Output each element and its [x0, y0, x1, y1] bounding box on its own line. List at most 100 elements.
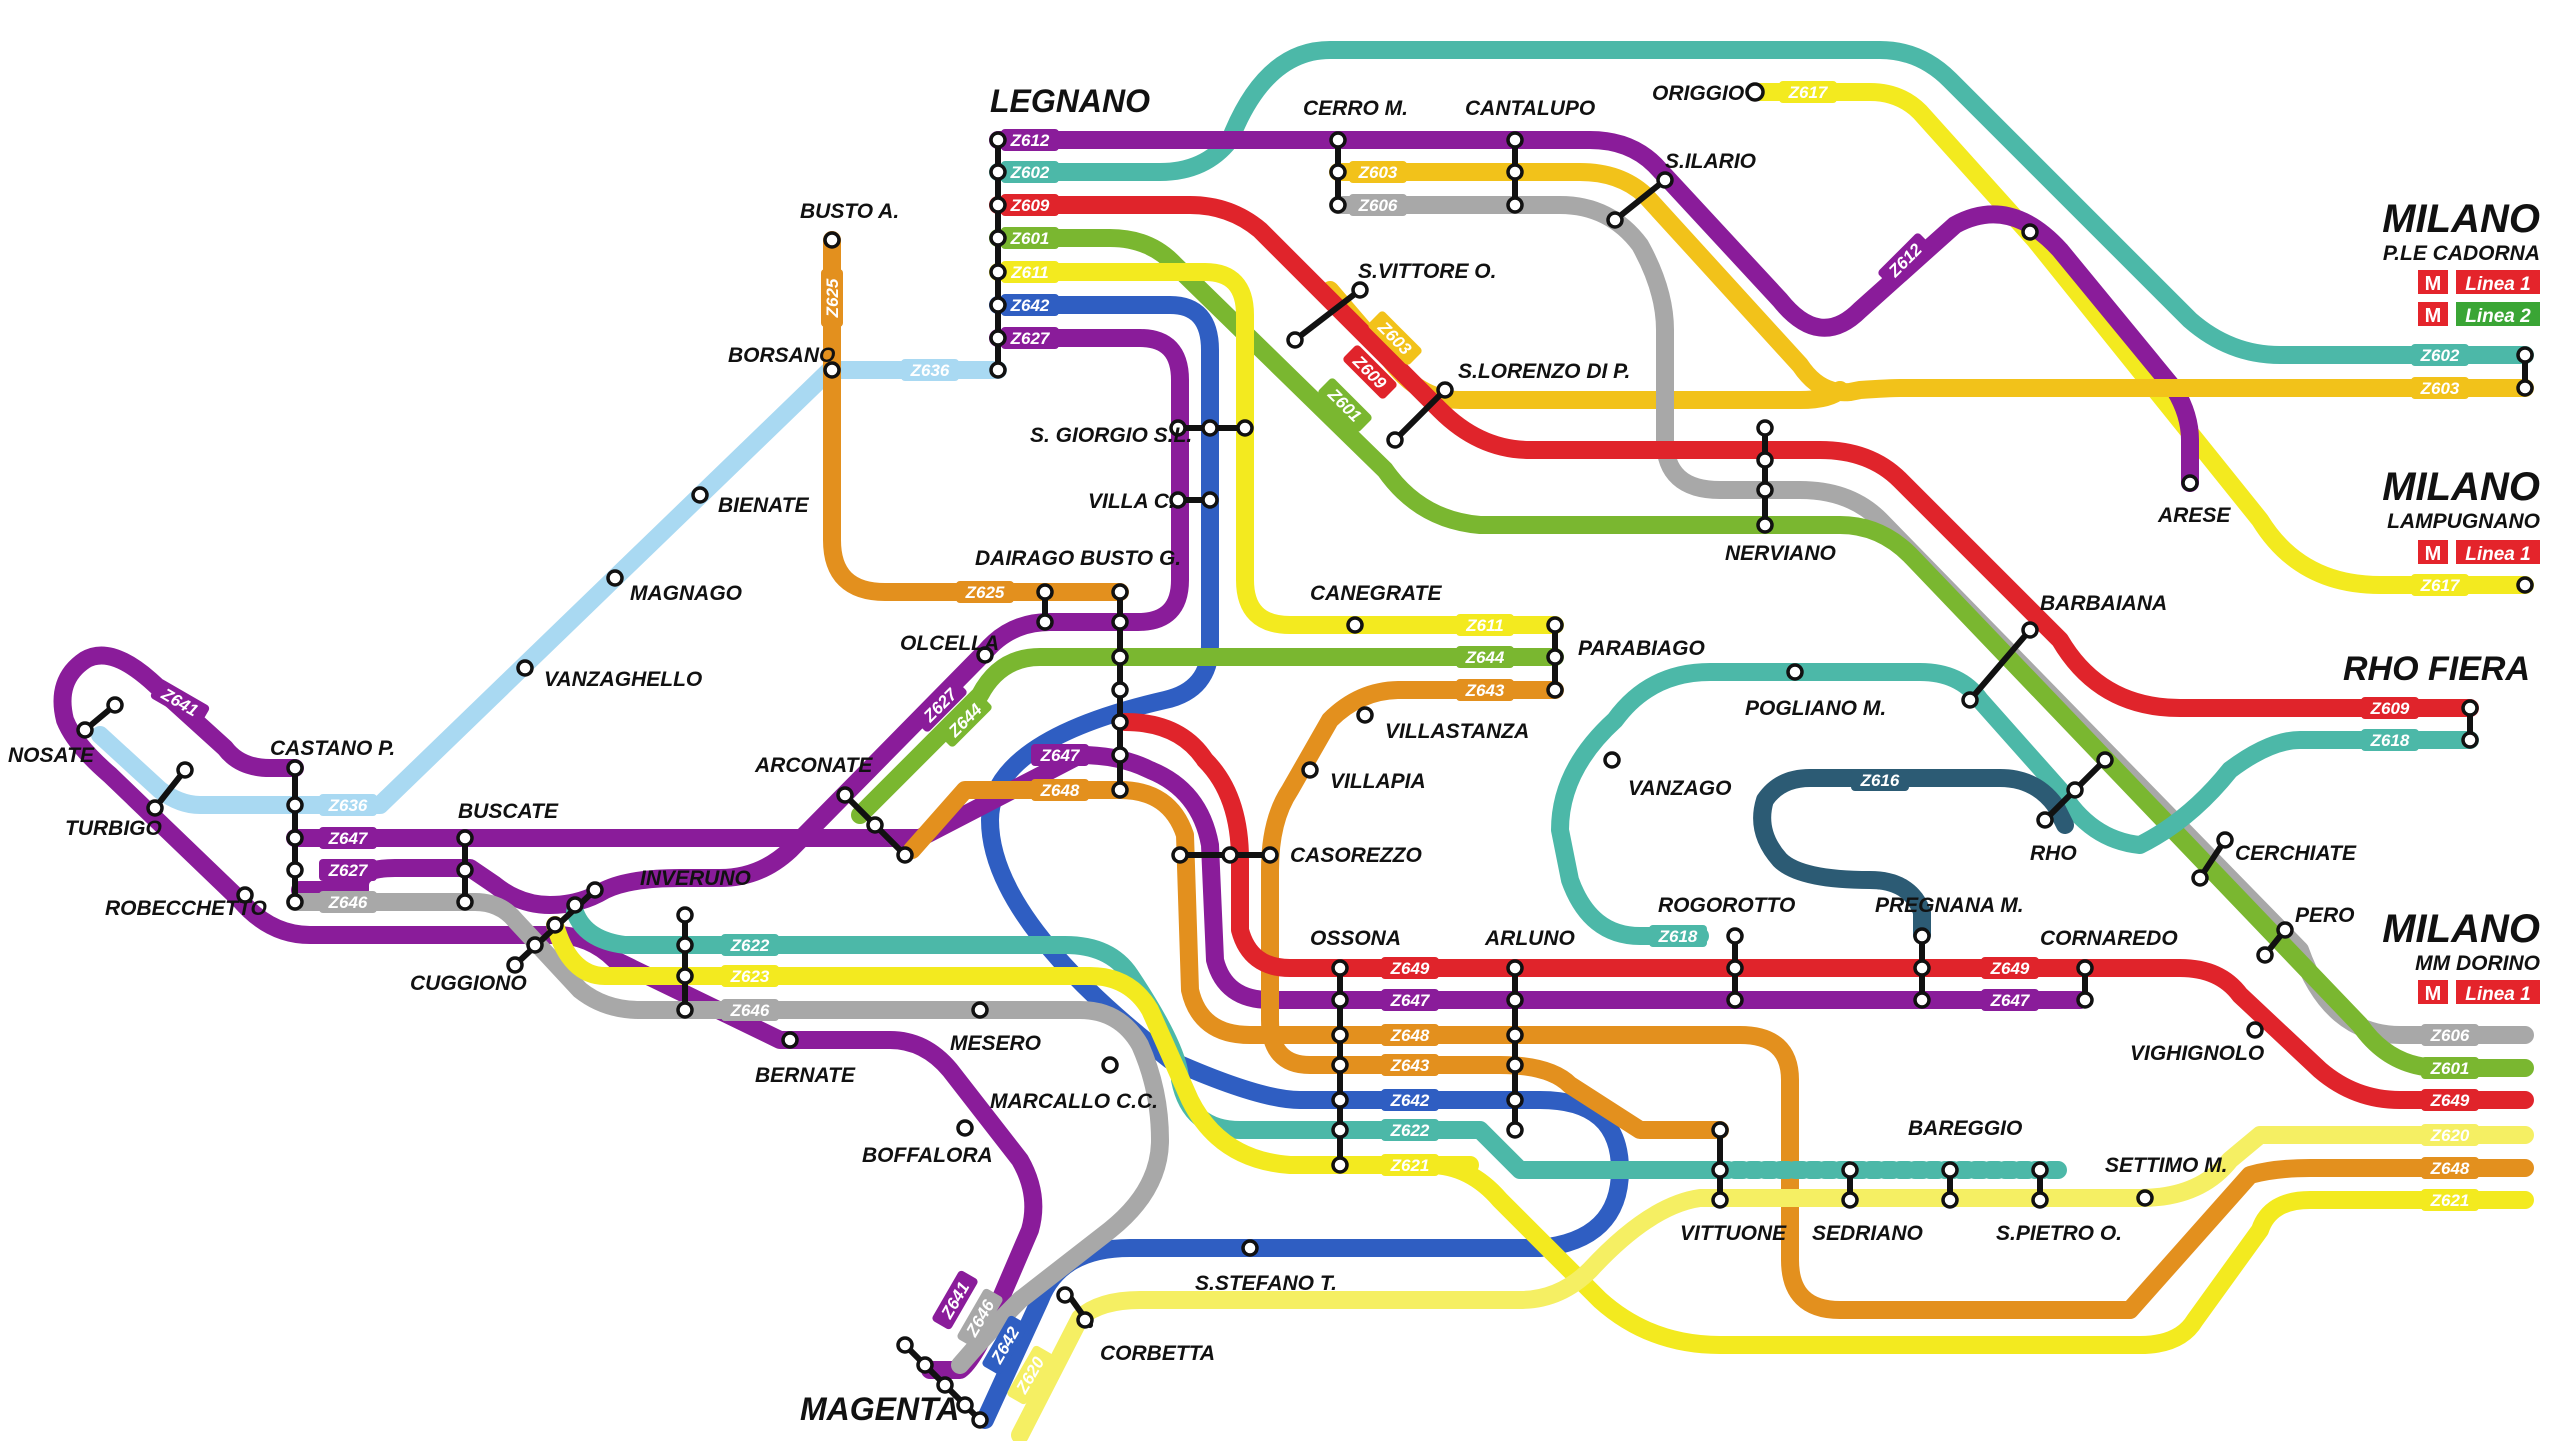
route-tag-z647: Z647 — [1981, 989, 2039, 1011]
svg-text:M: M — [2425, 273, 2442, 295]
label-mesero: MESERO — [950, 1032, 1041, 1055]
label-vittuone: VITTUONE — [1680, 1222, 1787, 1245]
label-inveruno: INVERUNO — [640, 867, 751, 890]
line-z617[interactable] — [1746, 83, 2534, 594]
route-tag-z649: Z649 — [1381, 957, 1439, 979]
route-tag-label: Z617 — [1788, 83, 1829, 102]
route-tag-z648: Z648 — [1031, 779, 1089, 801]
route-tag-label: Z623 — [730, 967, 770, 986]
route-tag-z648: Z648 — [2421, 1157, 2479, 1179]
label-magenta: MAGENTA — [800, 1391, 959, 1427]
route-tag-label: Z606 — [1358, 196, 1398, 215]
label-svittore: S.VITTORE O. — [1358, 260, 1496, 283]
route-tag-label: Z620 — [2430, 1126, 2470, 1145]
line-z618[interactable] — [1551, 663, 2479, 945]
label-rho: RHO — [2030, 842, 2077, 865]
line-z627[interactable] — [291, 329, 1189, 914]
label-cantalupo: CANTALUPO — [1465, 97, 1595, 120]
route-tag-label: Z643 — [1465, 681, 1505, 700]
route-tag-z617: Z617 — [1779, 81, 1837, 103]
label-cuggiono: CUGGIONO — [410, 972, 527, 995]
label-villac: VILLA C. — [1088, 490, 1175, 513]
route-tag-z644: Z644 — [1456, 646, 1514, 668]
route-tag-z612: Z612 — [1001, 129, 1059, 151]
hub-cadorna[interactable]: MILANO P.LE CADORNA M Linea 1 M Linea 2 — [2382, 197, 2540, 327]
route-tag-z647: Z647 — [319, 827, 377, 849]
svg-text:Linea 1: Linea 1 — [2465, 984, 2530, 1005]
label-ossona: OSSONA — [1310, 927, 1401, 950]
route-tag-label: Z616 — [1860, 771, 1900, 790]
label-borsano: BORSANO — [728, 344, 835, 367]
label-boffalora: BOFFALORA — [862, 1144, 993, 1167]
label-legnano: LEGNANO — [990, 83, 1150, 119]
route-tag-label: Z603 — [2420, 379, 2460, 398]
hub-sub: LAMPUGNANO — [2387, 510, 2540, 533]
station-labels: LEGNANO MAGENTA CERRO M. CANTALUPO ORIGG… — [8, 82, 2357, 1427]
metro-badge-linea2: M Linea 2 — [2418, 302, 2540, 327]
route-tag-label: Z646 — [328, 893, 368, 912]
route-tag-label: Z647 — [328, 829, 369, 848]
route-tag-label: Z603 — [1358, 163, 1398, 182]
label-pregnana: PREGNANA M. — [1875, 894, 2024, 917]
route-tag-z636: Z636 — [901, 359, 959, 381]
label-bernate: BERNATE — [755, 1064, 856, 1087]
label-sstefano: S.STEFANO T. — [1195, 1272, 1337, 1295]
label-bustog: BUSTO G. — [1080, 547, 1181, 570]
label-villapia: VILLAPIA — [1330, 770, 1426, 793]
hub-rho-fiera[interactable]: RHO FIERA — [2343, 650, 2530, 688]
line-z648[interactable] — [903, 781, 2534, 1319]
line-z649[interactable] — [1116, 713, 2534, 1109]
label-magnago: MAGNAGO — [630, 582, 742, 605]
route-tag-label: Z618 — [2370, 731, 2410, 750]
route-tag-label: Z625 — [965, 583, 1005, 602]
route-tag-z601: Z601 — [2421, 1057, 2479, 1079]
label-pogliano: POGLIANO M. — [1745, 697, 1886, 720]
route-tag-z617: Z617 — [2411, 574, 2469, 596]
label-canegrate: CANEGRATE — [1310, 582, 1442, 605]
label-spietro: S.PIETRO O. — [1996, 1222, 2122, 1245]
route-tag-z627: Z627 — [319, 859, 377, 881]
line-z646[interactable] — [286, 893, 1169, 1374]
label-casorezzo: CASOREZZO — [1290, 844, 1422, 867]
line-z609[interactable] — [989, 196, 2479, 717]
route-tag-z609: Z609 — [1001, 194, 1059, 216]
line-z611[interactable] — [989, 263, 1564, 634]
route-tag-z622: Z622 — [1381, 1119, 1439, 1141]
route-tag-z636: Z636 — [319, 794, 377, 816]
label-parabiago: PARABIAGO — [1578, 637, 1705, 660]
line-z602[interactable] — [989, 41, 2534, 364]
route-tag-z622: Z622 — [721, 934, 779, 956]
label-cerchiate: CERCHIATE — [2235, 842, 2357, 865]
line-z616[interactable] — [1753, 769, 2074, 944]
label-barbaiana: BARBAIANA — [2040, 592, 2167, 615]
route-tag-label: Z609 — [1010, 196, 1050, 215]
route-tag-label: Z636 — [910, 361, 950, 380]
hub-dorino[interactable]: MILANO MM DORINO M Linea 1 — [2382, 907, 2540, 1005]
label-villastanza: VILLASTANZA — [1385, 720, 1529, 743]
svg-text:Linea 2: Linea 2 — [2465, 306, 2531, 327]
line-z625[interactable] — [823, 231, 1129, 601]
hub-lampugnano[interactable]: MILANO LAMPUGNANO M Linea 1 — [2382, 465, 2540, 565]
route-tag-label: Z622 — [730, 936, 770, 955]
line-z620[interactable] — [1011, 1126, 2534, 1441]
route-tag-label: Z622 — [1390, 1121, 1430, 1140]
line-z601[interactable] — [989, 229, 2534, 1077]
label-nerviano: NERVIANO — [1725, 542, 1836, 565]
metro-badge-linea1: M Linea 1 — [2418, 540, 2540, 565]
label-olcella: OLCELLA — [900, 632, 999, 655]
route-tag-label: Z625 — [823, 278, 842, 318]
line-z643[interactable] — [1261, 681, 1729, 1139]
line-z603[interactable] — [1329, 163, 2534, 402]
metro-badge-linea1: M Linea 1 — [2418, 270, 2540, 295]
label-cerro: CERRO M. — [1303, 97, 1408, 120]
label-turbigo: TURBIGO — [65, 817, 162, 840]
route-tag-label: Z649 — [1990, 959, 2030, 978]
line-z647[interactable] — [286, 746, 2089, 1009]
route-tag-z602: Z602 — [1001, 161, 1059, 183]
label-arluno: ARLUNO — [1484, 927, 1575, 950]
line-z641[interactable] — [53, 646, 1043, 1379]
label-origgio: ORIGGIO — [1652, 82, 1744, 105]
svg-text:Linea 1: Linea 1 — [2465, 274, 2530, 295]
line-z644[interactable] — [851, 648, 1564, 824]
label-bustoa: BUSTO A. — [800, 200, 899, 223]
